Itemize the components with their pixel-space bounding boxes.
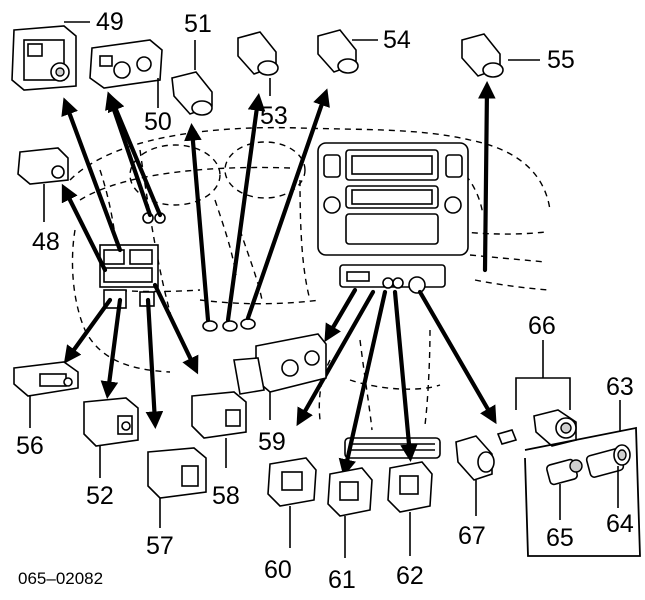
part-53-push-switch xyxy=(237,31,279,96)
callout-49: 49 xyxy=(96,8,124,36)
part-66-socket xyxy=(515,340,577,447)
part-55-push-switch xyxy=(461,33,540,78)
document-code: 065–02082 xyxy=(18,569,103,588)
part-51-push-switch xyxy=(171,40,213,116)
callout-50: 50 xyxy=(144,108,172,136)
part-62-switch xyxy=(387,461,433,556)
part-61-switch xyxy=(327,467,373,558)
callout-57: 57 xyxy=(146,532,174,560)
part-58-switch xyxy=(191,391,247,468)
callout-64: 64 xyxy=(606,510,634,538)
callout-63: 63 xyxy=(606,373,634,401)
callout-54: 54 xyxy=(383,26,411,54)
part-57-switch xyxy=(147,447,207,528)
callout-56: 56 xyxy=(16,432,44,460)
callout-48: 48 xyxy=(32,228,60,256)
part-59-control-unit xyxy=(233,333,327,420)
callout-51: 51 xyxy=(184,10,212,38)
pointer-arrows xyxy=(61,80,497,477)
dashboard-outline xyxy=(69,126,551,431)
callout-60: 60 xyxy=(264,556,292,584)
callout-66: 66 xyxy=(528,312,556,340)
callout-61: 61 xyxy=(328,566,356,594)
part-67-socket xyxy=(455,429,518,516)
part-50-control-panel xyxy=(89,39,163,108)
part-49-switch-module xyxy=(11,21,90,91)
part-52-switch xyxy=(83,397,139,478)
callout-52: 52 xyxy=(86,482,114,510)
part-60-switch xyxy=(267,457,317,548)
callout-59: 59 xyxy=(258,428,286,456)
callout-67: 67 xyxy=(458,522,486,550)
center-console-panel xyxy=(317,142,469,459)
part-65-plug xyxy=(545,458,583,520)
callout-65: 65 xyxy=(546,524,574,552)
part-48-switch xyxy=(17,147,69,222)
part-54-push-switch xyxy=(317,29,378,74)
part-63-lighter-assembly-box xyxy=(524,400,641,557)
callout-58: 58 xyxy=(212,482,240,510)
callout-53: 53 xyxy=(260,102,288,130)
callout-labels: 49 50 51 53 54 55 48 66 63 56 52 57 58 5… xyxy=(16,8,634,594)
callout-62: 62 xyxy=(396,562,424,590)
callout-55: 55 xyxy=(547,46,575,74)
part-56-switch xyxy=(13,361,79,428)
left-dash-switch-cluster xyxy=(99,212,256,332)
part-64-socket xyxy=(585,444,631,508)
